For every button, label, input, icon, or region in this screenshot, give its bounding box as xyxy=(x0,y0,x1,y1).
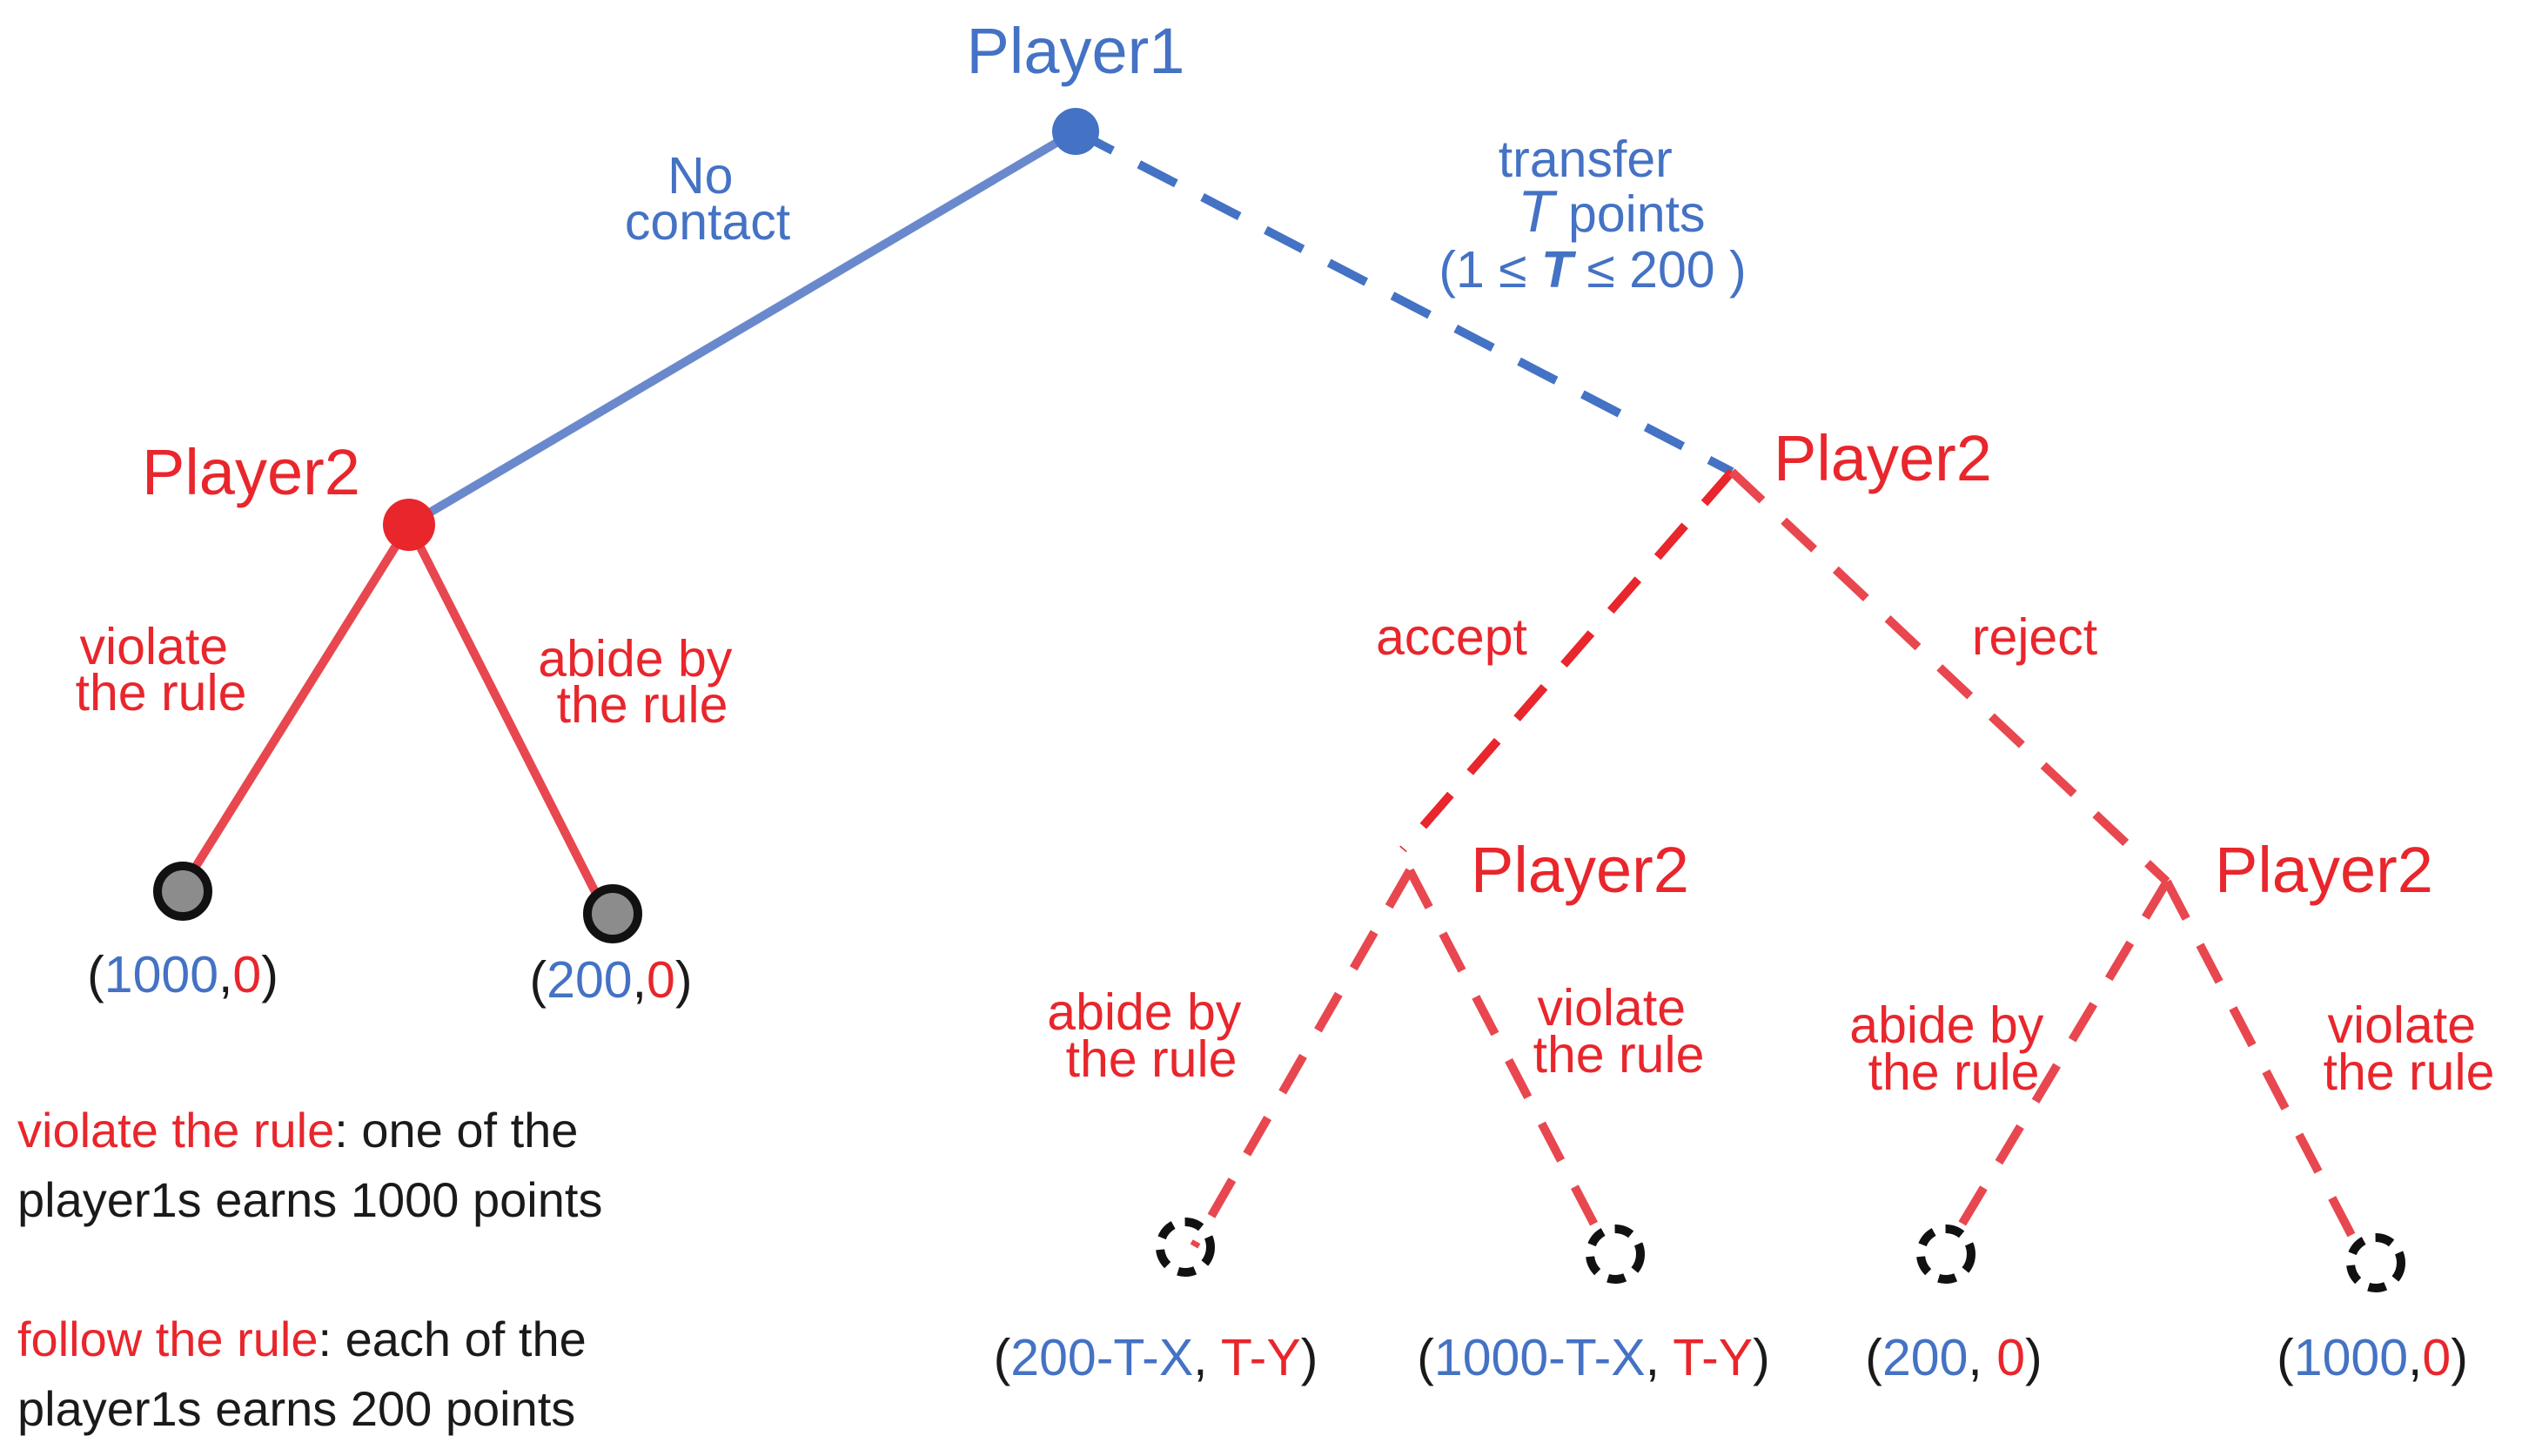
terminal-node-left-abide xyxy=(583,884,642,943)
payoff-left-abide: (200,0) xyxy=(530,951,693,1009)
edge-reject xyxy=(1728,468,2170,885)
edge-label-accept-abide: abide by the rule xyxy=(1047,983,1255,1088)
payoff-reject-abide: (200, 0) xyxy=(1865,1329,2042,1386)
edge-left-violate xyxy=(188,522,413,875)
edges xyxy=(188,127,2367,1259)
terminal-node-left-violate xyxy=(153,862,212,921)
node-label-player2-accept: Player2 xyxy=(1471,834,1689,906)
payoff-accept-abide: (200-T-X, T-Y) xyxy=(994,1329,1318,1386)
terminal-node-reject-abide xyxy=(1916,1225,1975,1284)
edge-no-contact xyxy=(406,127,1078,529)
dashed-terminals xyxy=(1156,1218,2405,1292)
payoff-reject-violate: (1000,0) xyxy=(2277,1329,2468,1386)
edge-label-no-contact: No contact xyxy=(625,147,790,251)
terminal-node-reject-violate xyxy=(2346,1233,2405,1292)
edge-label-accept: accept xyxy=(1376,608,1527,666)
payoff-accept-violate: (1000-T-X, T-Y) xyxy=(1417,1329,1770,1386)
edge-accept xyxy=(1399,468,1735,853)
terminal-node-accept-violate xyxy=(1586,1225,1645,1284)
payoff-left-violate: (1000,0) xyxy=(87,946,278,1003)
edge-label-reject-abide: abide by the rule xyxy=(1849,996,2057,1101)
node-label-player2-left: Player2 xyxy=(142,436,360,508)
node-label-player2-reject: Player2 xyxy=(2215,834,2433,906)
edge-label-left-violate: violate the rule xyxy=(76,618,247,721)
legend-follow: follow the rule: each of the player1s ea… xyxy=(17,1312,600,1436)
node-label-player2-right: Player2 xyxy=(1774,422,1992,494)
edge-label-accept-violate: violate the rule xyxy=(1533,979,1705,1084)
edge-label-left-abide: abide by the rule xyxy=(538,630,746,734)
player2-left-node-marker xyxy=(383,499,435,551)
edge-label-reject-violate: violate the rule xyxy=(2324,996,2495,1101)
root-node-marker xyxy=(1052,108,1099,155)
edge-left-abide xyxy=(405,522,600,895)
edge-accept-abide xyxy=(1190,868,1414,1249)
edge-label-transfer: transfer T points (1 ≤ T ≤ 200 ) xyxy=(1439,131,1746,299)
edge-label-reject: reject xyxy=(1972,608,2097,666)
node-label-player1: Player1 xyxy=(967,15,1185,87)
edge-transfer xyxy=(1073,127,1734,476)
legend-violate: violate the rule: one of the player1s ea… xyxy=(17,1103,602,1227)
terminal-node-accept-abide xyxy=(1156,1218,1215,1277)
